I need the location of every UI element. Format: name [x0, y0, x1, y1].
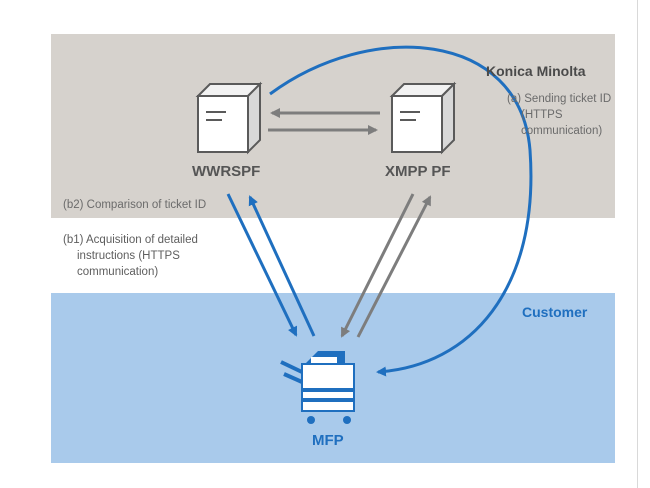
konica-minolta-zone [51, 34, 615, 218]
note-b1-line-1: (b1) Acquisition of detailed [63, 234, 198, 246]
arrow-ticket-id-curve [269, 45, 533, 377]
note-acquisition-instructions: (b1) Acquisition of detailed instruction… [63, 232, 198, 280]
mfp-printer-icon [280, 351, 355, 424]
wwrspf-server-icon [195, 81, 263, 155]
note-a-line-2: (HTTPS [521, 109, 563, 121]
customer-label: Customer [522, 304, 588, 320]
wwrspf-label: WWRSPF [192, 163, 261, 180]
konica-minolta-label: Konica Minolta [486, 63, 586, 79]
note-a-line-3: communication) [521, 125, 603, 137]
arrow-mfp-to-xmpp [356, 195, 432, 338]
arrow-xmpp-to-mfp [340, 193, 415, 338]
xmpp-server-icon [389, 81, 457, 155]
arrow-wwrspf-to-mfp [226, 193, 298, 337]
note-sending-ticket-id: (a) Sending ticket ID (HTTPS communicati… [507, 91, 611, 139]
arrow-mfp-to-wwrspf [248, 195, 316, 337]
note-a-line-1: (a) Sending ticket ID [507, 93, 612, 105]
note-b1-line-3: communication) [77, 266, 159, 278]
note-comparison-ticket-id: (b2) Comparison of ticket ID [63, 199, 207, 211]
mfp-label: MFP [312, 432, 344, 449]
xmpp-pf-label: XMPP PF [385, 163, 451, 180]
note-b1-line-2: instructions (HTTPS [77, 250, 180, 262]
page-edge-rule [637, 0, 638, 488]
